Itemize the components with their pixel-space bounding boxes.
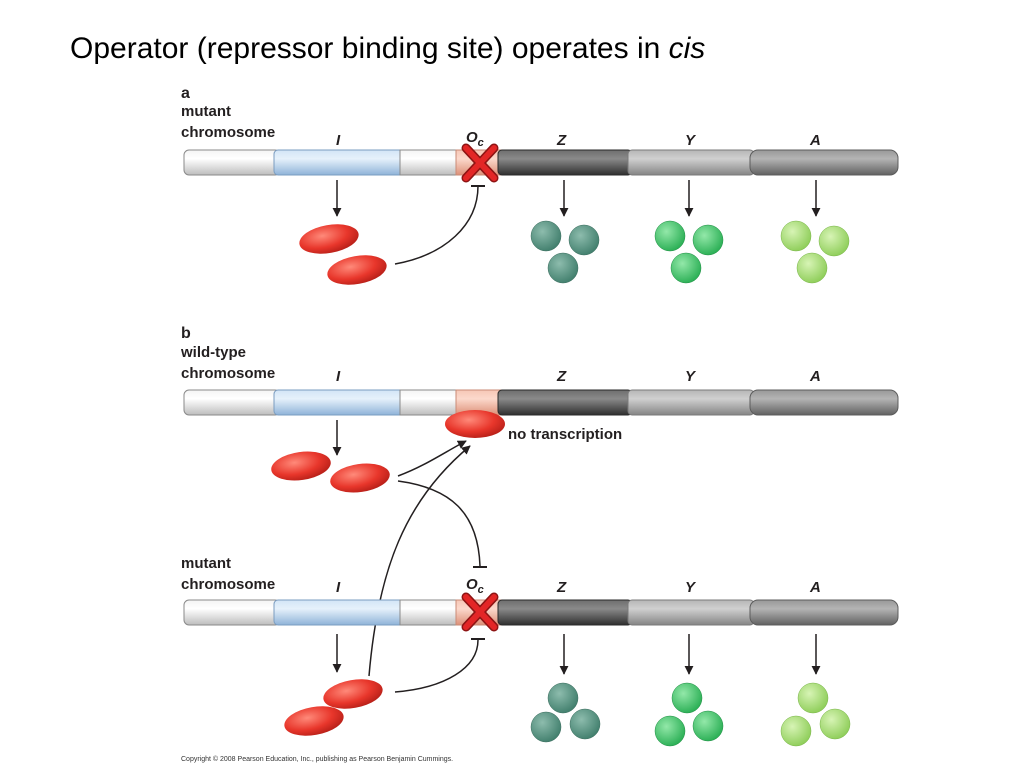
copyright-notice: Copyright © 2008 Pearson Education, Inc.… <box>181 755 453 763</box>
y-protein <box>692 710 724 742</box>
y-protein <box>692 224 724 256</box>
panel-b-letter: b <box>181 325 191 342</box>
operator-x-mark-b <box>461 592 499 632</box>
y-gene-segment <box>627 389 755 416</box>
a-protein <box>797 682 829 714</box>
gene-i-label: I <box>336 579 341 596</box>
repressor-protein <box>327 255 387 285</box>
chromosome-left-end <box>183 599 281 626</box>
gene-z-label: Z <box>556 368 567 385</box>
gene-z-label: Z <box>556 132 567 149</box>
spacer-segment <box>399 389 461 416</box>
z-protein <box>547 252 579 284</box>
repressor-protein <box>323 679 383 709</box>
gene-z-label: Z <box>556 579 567 596</box>
repressor-protein <box>284 706 344 736</box>
z-gene-segment <box>497 389 633 416</box>
gene-y-label: Y <box>685 132 697 149</box>
bound-repressor-protein <box>445 410 505 438</box>
y-protein <box>671 682 703 714</box>
z-gene-segment <box>497 149 633 176</box>
slide-title-italic: cis <box>668 32 706 65</box>
blocked-binding-arrow-to-mutant <box>397 480 481 567</box>
y-protein <box>654 715 686 747</box>
y-gene-segment <box>627 599 755 626</box>
y-protein-cluster-a <box>654 220 724 284</box>
z-gene-segment <box>497 599 633 626</box>
no-transcription-label: no transcription <box>508 426 622 443</box>
panel-b: b wild-type chromosome I Z Y A no transc… <box>180 325 899 747</box>
a-protein-cluster-b <box>780 682 851 747</box>
mutant-label-line2: chromosome <box>181 576 275 593</box>
y-protein-cluster-b <box>654 682 724 747</box>
i-gene-segment <box>273 389 405 416</box>
y-protein <box>654 220 686 252</box>
a-protein <box>818 225 850 257</box>
z-protein-cluster-b <box>530 682 601 743</box>
slide-title: Operator (repressor binding site) operat… <box>70 32 705 66</box>
wildtype-label-line1: wild-type <box>180 344 246 361</box>
a-gene-segment <box>749 599 899 626</box>
a-protein <box>780 220 812 252</box>
mutant-chromosome-b <box>183 599 899 626</box>
z-protein <box>530 711 562 743</box>
y-gene-segment <box>627 149 755 176</box>
a-gene-segment <box>749 149 899 176</box>
repressor-protein <box>271 451 331 481</box>
spacer-segment <box>399 599 461 626</box>
z-protein <box>547 682 579 714</box>
gene-i-label: I <box>336 132 341 149</box>
panel-a-chromosome-label-line1: mutant <box>181 103 231 120</box>
wildtype-chromosome <box>183 389 899 416</box>
gene-o-label: Oc <box>466 129 484 149</box>
chromosome-left-end <box>183 389 281 416</box>
blocked-binding-arrow-b <box>394 639 479 693</box>
mutant-chromosome-a <box>183 149 899 176</box>
z-protein <box>569 708 601 740</box>
trans-binding-arrow <box>368 445 471 677</box>
gene-a-label: A <box>809 132 821 149</box>
panel-a-letter: a <box>181 85 190 102</box>
gene-a-label: A <box>809 579 821 596</box>
z-protein <box>530 220 562 252</box>
operator-x-mark-a <box>461 143 499 183</box>
binding-arrow-to-wt-operator <box>397 440 467 477</box>
spacer-segment <box>399 149 461 176</box>
y-protein <box>670 252 702 284</box>
z-protein-cluster-a <box>530 220 600 284</box>
z-protein <box>568 224 600 256</box>
gene-y-label: Y <box>685 368 697 385</box>
gene-o-label: Oc <box>466 576 484 596</box>
wildtype-label-line2: chromosome <box>181 365 275 382</box>
gene-i-label: I <box>336 368 341 385</box>
a-protein <box>796 252 828 284</box>
chromosome-left-end <box>183 149 281 176</box>
repressor-protein <box>299 224 359 254</box>
panel-a: a mutant chromosome I Oc Z Y A <box>181 85 899 285</box>
gene-a-label: A <box>809 368 821 385</box>
a-protein <box>780 715 812 747</box>
panel-a-chromosome-label-line2: chromosome <box>181 124 275 141</box>
i-gene-segment <box>273 149 405 176</box>
a-protein-cluster-a <box>780 220 850 284</box>
blocked-binding-arrow-a <box>394 185 479 265</box>
gene-y-label: Y <box>685 579 697 596</box>
slide-title-main: Operator (repressor binding site) operat… <box>70 32 669 65</box>
repressor-protein <box>330 463 390 493</box>
a-gene-segment <box>749 389 899 416</box>
mutant-label-line1: mutant <box>181 555 231 572</box>
a-protein <box>819 708 851 740</box>
i-gene-segment <box>273 599 405 626</box>
